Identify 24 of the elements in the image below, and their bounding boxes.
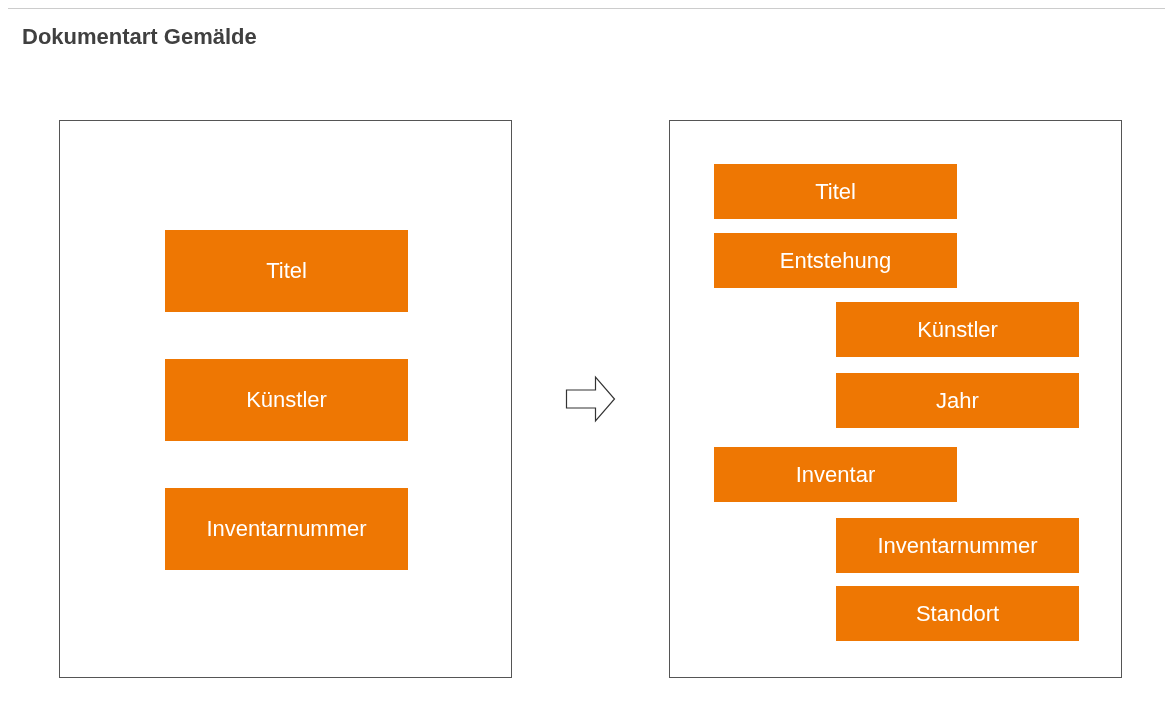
block-arrow (565, 375, 616, 423)
field-label: Titel (266, 258, 307, 284)
field-box (165, 359, 408, 441)
panel-frame (669, 120, 1122, 678)
field-box (165, 488, 408, 570)
field-box (836, 302, 1079, 357)
field-label: Inventarnummer (877, 532, 1038, 559)
field-box (714, 164, 957, 219)
field-box (714, 447, 957, 502)
field-box (836, 518, 1079, 573)
field-label: Künstler (246, 387, 327, 413)
field-label: Entstehung (779, 247, 892, 274)
field-box (714, 233, 957, 288)
field-label: Inventar (795, 461, 876, 488)
panel-frame (59, 120, 512, 678)
field-box (165, 230, 408, 312)
diagram-title: Dokumentart Gemälde (22, 24, 257, 50)
field-label: Inventarnummer (206, 516, 367, 542)
field-label: Jahr (936, 387, 979, 414)
field-label: Titel (815, 178, 856, 205)
field-box (836, 373, 1079, 428)
field-label: Standort (915, 600, 1000, 627)
field-label: Künstler (917, 316, 998, 343)
field-box (836, 586, 1079, 641)
